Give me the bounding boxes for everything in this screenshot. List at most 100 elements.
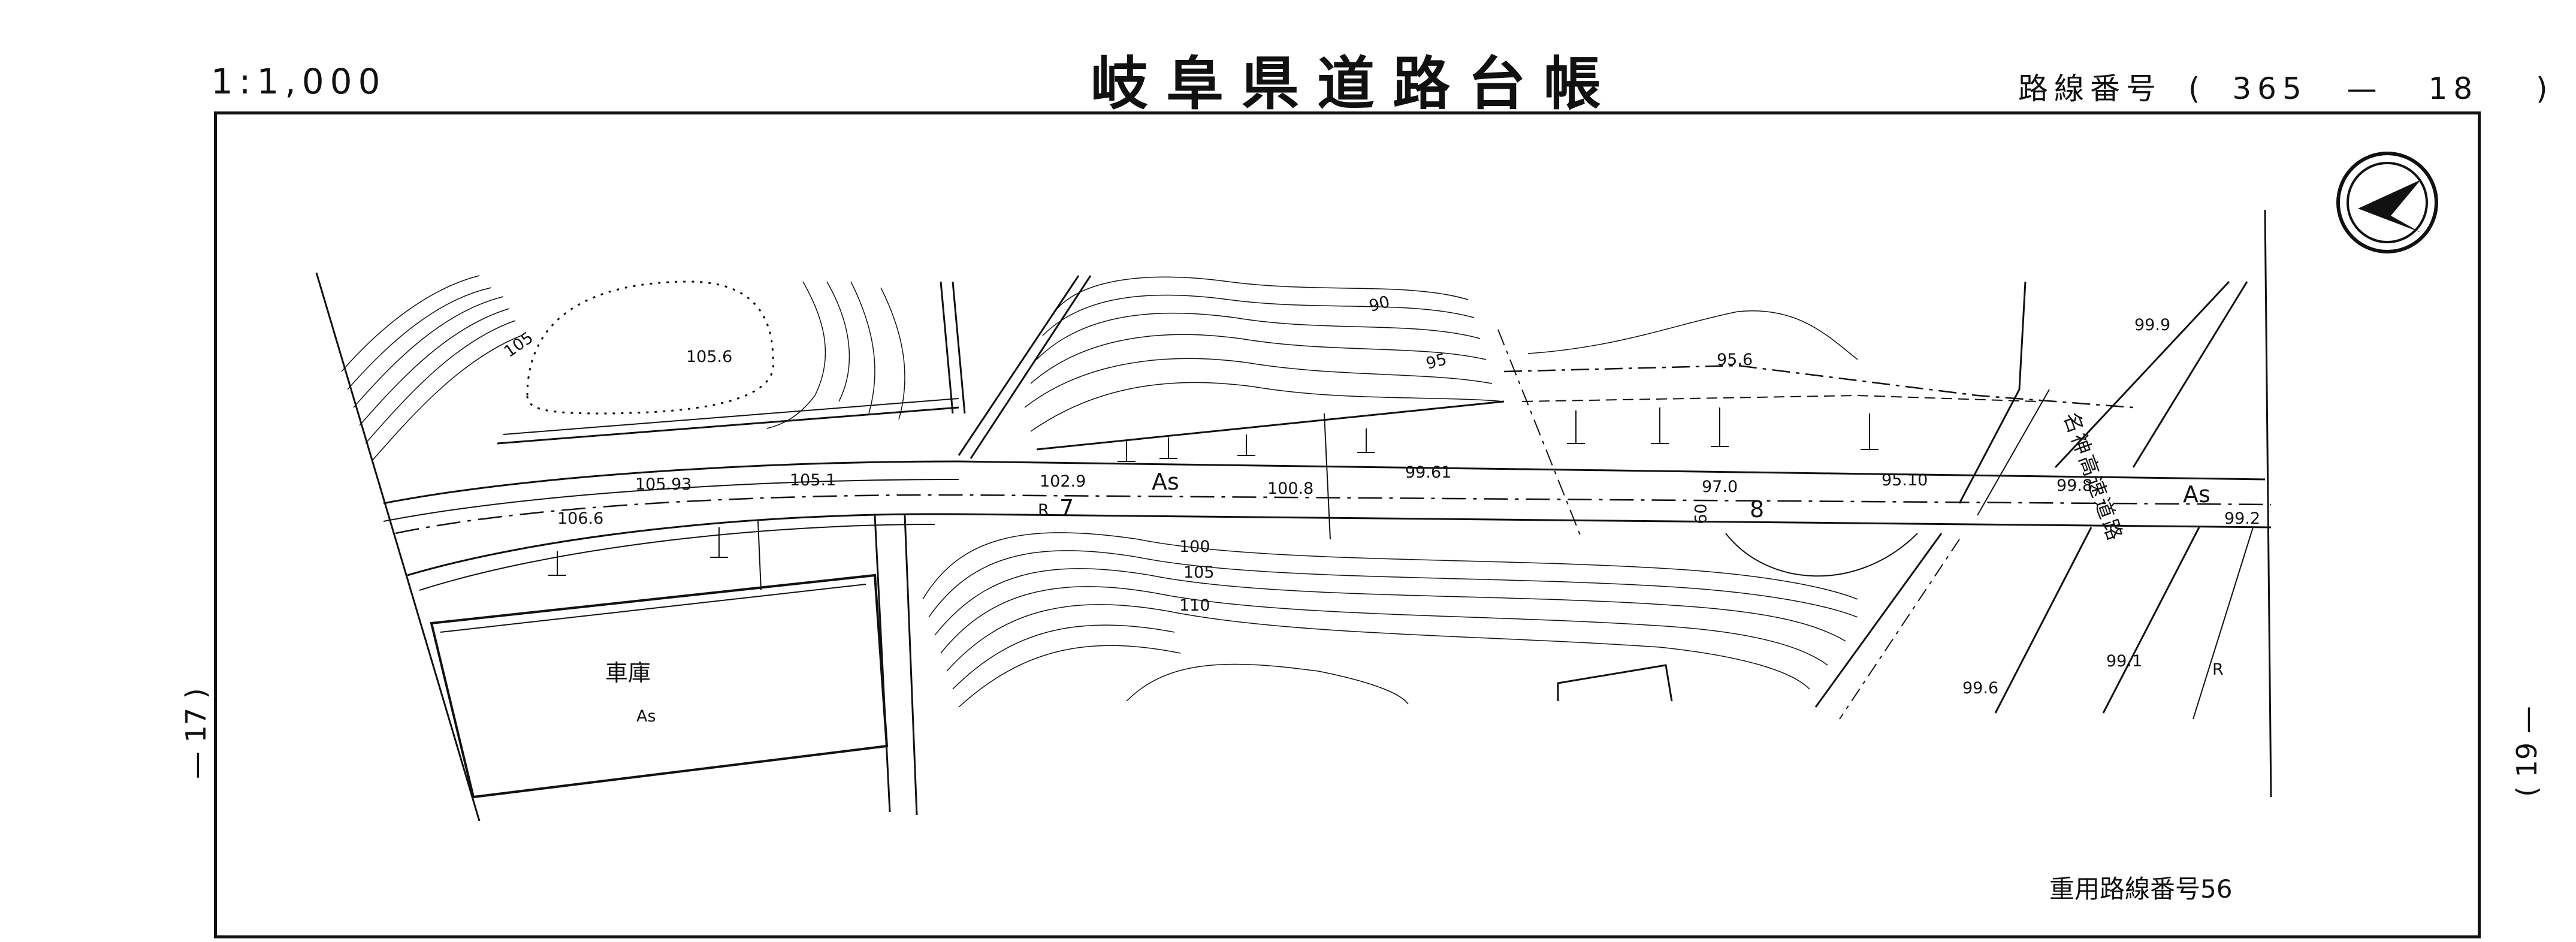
page-title: 岐阜県道路台帳 — [1091, 50, 1619, 117]
elevation-label: 105.93 — [635, 475, 692, 494]
road-edge-south-inner — [419, 524, 935, 591]
station-number: 7 — [1059, 495, 1074, 521]
contour-label: 105 — [1183, 563, 1215, 582]
elevation-label: 97.0 — [1702, 478, 1738, 496]
survey-boundary-right — [2264, 209, 2272, 798]
ramp-south-boundary — [1839, 539, 1960, 720]
contour — [341, 275, 480, 372]
contour — [1030, 382, 1505, 432]
contour — [1054, 276, 1469, 312]
contour-label: 110 — [1179, 596, 1210, 615]
contour — [826, 281, 850, 402]
expressway-south-east — [2102, 527, 2200, 714]
route-number-label: 路線番号 — [2018, 71, 2162, 106]
ramp-north — [1958, 281, 2027, 504]
stream-west — [958, 275, 1080, 456]
creek-west — [940, 281, 954, 414]
contour — [371, 335, 522, 462]
stream-east — [970, 275, 1092, 459]
elevation-label: 95.6 — [1717, 351, 1753, 369]
contour — [946, 604, 1810, 690]
parcel-boundary-inner — [1521, 394, 2038, 402]
road-edge-south — [407, 513, 2272, 576]
emergency-route-label: 重用路線番号56 — [2049, 874, 2233, 904]
parcel-boundary — [1503, 364, 2134, 409]
elevation-label: 95.10 — [1882, 471, 1928, 490]
contour — [359, 308, 510, 426]
route-minor: 18 — [2428, 71, 2479, 106]
contour — [1024, 358, 1493, 408]
contour — [1527, 310, 1858, 360]
garage-surface-label: As — [636, 707, 656, 726]
side-lane-west — [874, 515, 891, 813]
road-edge-north-inner — [383, 479, 959, 522]
route-dash: — — [2347, 71, 2383, 106]
contour — [922, 532, 1858, 600]
elevation-label: 100.8 — [1267, 479, 1314, 498]
garage-outline — [430, 573, 889, 799]
elevation-label: 102.9 — [1040, 472, 1086, 491]
route-major: 365 — [2232, 71, 2308, 106]
station-number: 8 — [1750, 496, 1765, 523]
elevation-label: 99.9 — [2134, 316, 2171, 334]
expressway-edge-west — [2054, 280, 2230, 469]
side-lane-east — [904, 515, 918, 816]
station-offset: 60 — [1692, 503, 1711, 524]
contour-label: 100 — [1179, 538, 1210, 556]
r-mark: R — [1038, 501, 1049, 520]
garage-side — [757, 521, 762, 591]
route-number: 路線番号 ( 365 — 18 ) — [2018, 65, 2554, 108]
field-road — [497, 406, 959, 445]
contour — [1042, 294, 1475, 336]
expressway-south-west — [1994, 527, 2092, 714]
map-frame — [214, 111, 2481, 938]
surface-label: As — [2183, 481, 2210, 508]
contour — [940, 586, 1828, 666]
scale-label: 1:1,000 — [211, 61, 386, 102]
elevation-label: 99.8 — [2056, 476, 2093, 495]
building-outline — [1557, 664, 1673, 702]
contour — [934, 568, 1846, 642]
elevation-label: 99.2 — [2224, 509, 2261, 528]
contour — [353, 296, 504, 408]
garage-wall — [440, 584, 866, 633]
contour — [1030, 334, 1487, 384]
contour — [880, 287, 905, 420]
creek-east — [952, 281, 966, 414]
contour — [850, 281, 875, 414]
ramp-north-inner — [1977, 389, 2050, 516]
contour — [365, 320, 516, 444]
elevation-label: 105.1 — [790, 471, 836, 490]
elevation-label: 99.61 — [1405, 463, 1452, 482]
contour — [766, 281, 826, 429]
elevation-label: 106.6 — [557, 509, 604, 528]
survey-line — [1324, 413, 1331, 540]
elevation-label: 99.6 — [1962, 679, 1999, 698]
contour — [1126, 663, 1409, 705]
survey-line-diagonal — [1497, 329, 1583, 540]
field-road-inner — [503, 398, 959, 435]
slope-symbols — [548, 407, 1879, 576]
garage-label: 車庫 — [605, 660, 651, 686]
expressway-south-ramp — [2193, 527, 2254, 720]
contour — [952, 624, 1175, 690]
embankment — [1725, 533, 1918, 577]
survey-boundary-left — [315, 272, 481, 822]
road-edge-north — [383, 460, 2266, 505]
ramp-south — [1814, 533, 1943, 708]
contour — [958, 645, 1181, 708]
hill-road — [1036, 400, 1505, 451]
surface-label: As — [1152, 469, 1179, 495]
r-mark: R — [2212, 660, 2224, 679]
contour — [347, 287, 492, 390]
field-boundary — [526, 280, 775, 415]
contour — [928, 550, 1858, 618]
elevation-label: 105.6 — [686, 348, 733, 366]
north-arrow-icon — [2336, 152, 2438, 253]
contour — [1036, 312, 1481, 360]
route-close-paren: ) — [2536, 71, 2554, 106]
route-open-paren: ( — [2188, 71, 2206, 106]
expressway-edge-east — [2132, 281, 2248, 468]
